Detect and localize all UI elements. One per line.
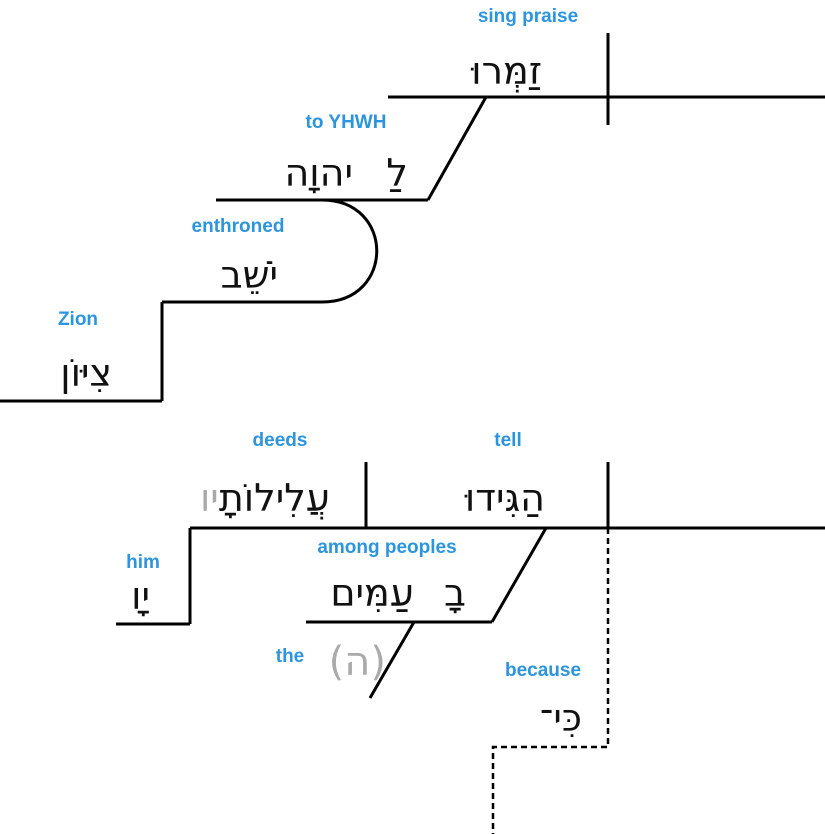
gloss-him: him: [126, 552, 160, 573]
hebrew-deeds-suffix: יו: [200, 476, 219, 520]
hebrew-peoples: עַמִּים: [330, 571, 414, 615]
hebrew-deeds-main: עֲלִילוֹתָ: [219, 476, 330, 520]
curve-enthroned: [321, 198, 379, 304]
participle-enthroned: enthroned יֹשֵׁב: [162, 198, 379, 304]
gloss-among-peoples: among peoples: [317, 537, 456, 558]
conjunction-because: because כִּי־: [491, 528, 610, 834]
hebrew-yhwh: יהוָה: [284, 151, 353, 195]
hebrew-zion: צִיּוֹן: [60, 351, 112, 395]
possessor-him: him ָיו: [116, 528, 192, 626]
clause-sing-praise: sing praise זַמְּרוּ: [388, 6, 825, 125]
slant-among-peoples: [490, 527, 548, 623]
hebrew-enthroned: יֹשֵׁב: [221, 253, 278, 297]
modifier-among-peoples: among peoples בָ עַמִּים: [306, 527, 548, 624]
modifier-to-yhwh: to YHWH לַ יהוָה: [216, 96, 488, 202]
gloss-to-yhwh: to YHWH: [306, 112, 387, 133]
gloss-zion: Zion: [58, 309, 98, 330]
gloss-the: the: [276, 646, 305, 667]
gloss-enthroned: enthroned: [192, 216, 285, 237]
gloss-tell: tell: [494, 430, 521, 451]
gloss-deeds: deeds: [253, 430, 308, 451]
slant-the: [368, 621, 416, 699]
hebrew-prep-ba: בָ: [444, 571, 466, 615]
hebrew-tell: הַגִּידוּ: [464, 476, 545, 520]
hebrew-prep-la: לַ: [386, 151, 408, 195]
article-the: the (ה): [276, 621, 416, 699]
hebrew-sing-praise: זַמְּרוּ: [470, 49, 542, 93]
gloss-sing-praise: sing praise: [478, 6, 578, 27]
gloss-because: because: [505, 660, 581, 681]
object-zion: Zion צִיּוֹן: [0, 302, 164, 403]
hebrew-because: כִּי־: [540, 696, 582, 740]
hebrew-deeds: עֲלִילוֹתָיו: [200, 476, 330, 520]
hebrew-him: ָיו: [131, 574, 150, 618]
clause-tell: tell הַגִּידוּ deeds עֲלִילוֹתָיו: [190, 430, 825, 530]
slant-to-yhwh: [426, 96, 488, 201]
hebrew-the: (ה): [329, 639, 386, 685]
dashed-connector-because: [491, 528, 610, 834]
